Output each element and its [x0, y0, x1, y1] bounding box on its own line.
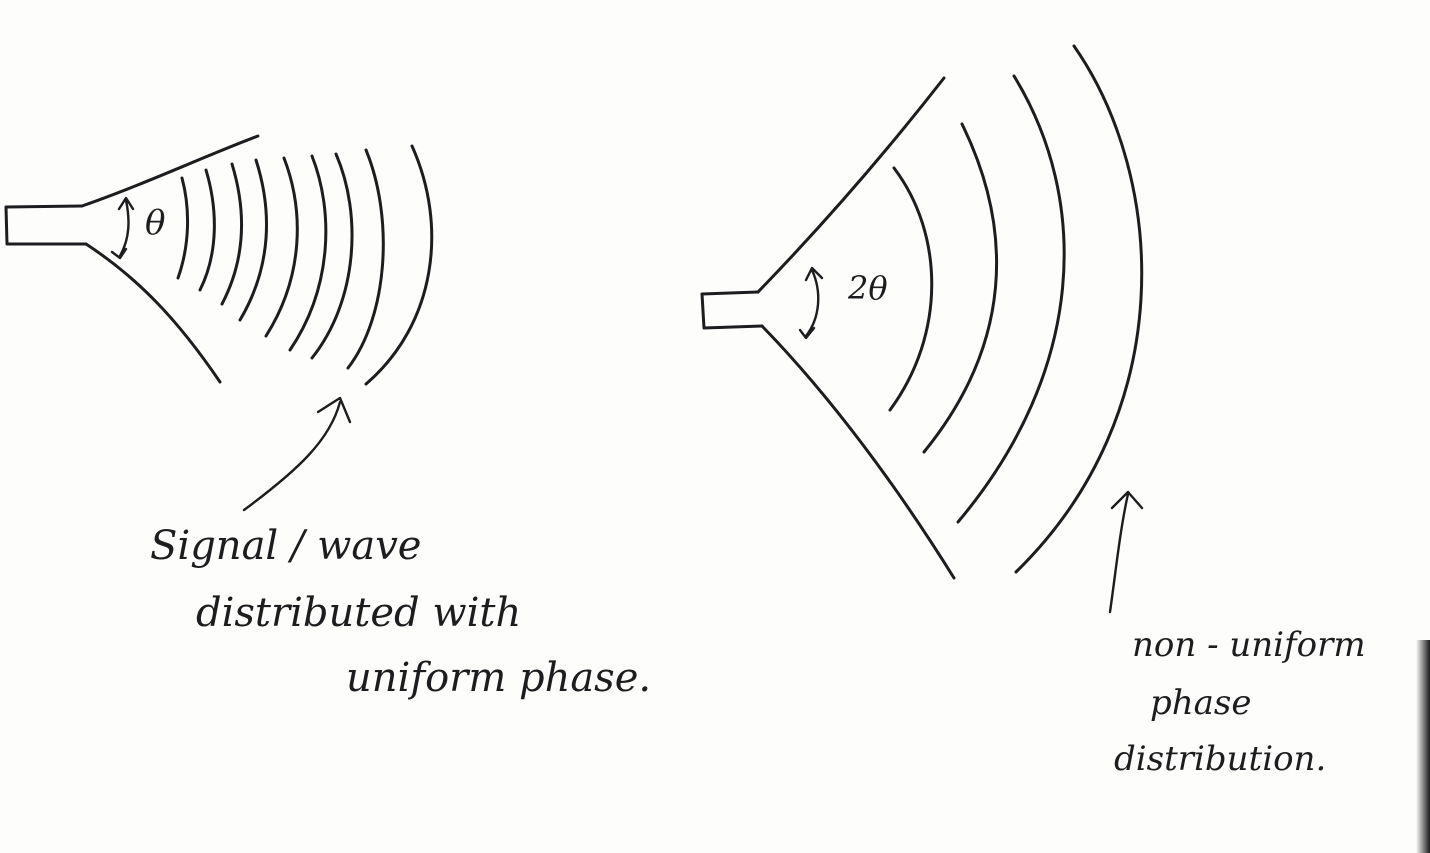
left-wavefront — [310, 152, 354, 360]
left-wavefront — [238, 158, 268, 322]
right-caption-line: distribution. — [1114, 739, 1327, 779]
right-wavefront — [956, 74, 1066, 524]
right-wavefronts — [888, 44, 1144, 574]
left-wavefront — [364, 144, 434, 386]
left-wavefront — [220, 162, 243, 306]
left-wavefront — [176, 176, 190, 280]
right-angle-arrow — [798, 266, 824, 340]
right-pointer-head — [1110, 490, 1144, 510]
left-pointer-arrow — [242, 396, 352, 512]
right-horn-antenna — [700, 76, 956, 580]
right-caption-line: phase — [1150, 683, 1252, 723]
left-wavefronts — [176, 144, 434, 386]
left-pointer-shaft — [242, 400, 342, 512]
left-horn-upper-flare — [80, 134, 260, 208]
left-wavefront — [346, 148, 385, 370]
right-horn-upper-flare — [756, 76, 946, 294]
right-angle-label: 2θ — [848, 269, 888, 307]
left-angle-arrow — [110, 196, 135, 260]
left-caption-line: Signal / wave — [150, 523, 422, 569]
right-wavefront — [922, 122, 998, 454]
left-pointer-head — [316, 396, 352, 424]
right-horn-feed — [700, 290, 764, 330]
left-wavefront — [288, 154, 328, 352]
left-wavefront — [198, 168, 216, 292]
right-pointer-arrow — [1108, 490, 1144, 614]
paper-edge-shadow — [1416, 640, 1430, 853]
right-caption-line: non - uniform — [1132, 625, 1366, 665]
left-angle-label: θ — [145, 203, 166, 243]
left-horn-lower-flare — [84, 242, 222, 384]
right-wavefront — [1014, 44, 1144, 574]
right-wavefront — [888, 166, 934, 412]
left-caption-line: uniform phase. — [346, 655, 652, 701]
left-horn-feed — [4, 204, 88, 246]
right-pointer-shaft — [1108, 492, 1130, 614]
left-horn-antenna — [4, 134, 260, 384]
right-horn-lower-flare — [760, 324, 956, 580]
left-caption-line: distributed with — [196, 590, 522, 636]
left-wavefront — [264, 156, 299, 338]
